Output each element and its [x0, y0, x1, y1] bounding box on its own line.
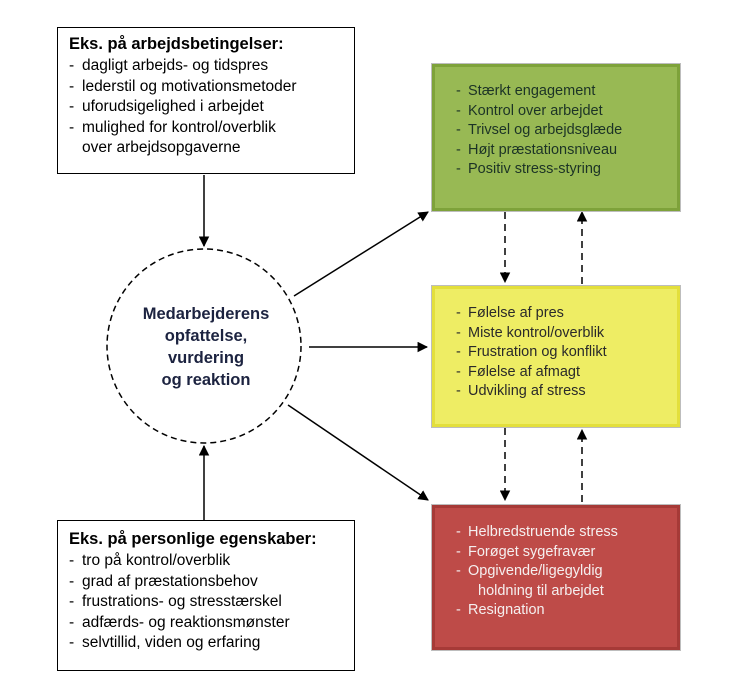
list-item: -Miste kontrol/overblik: [456, 324, 605, 341]
list-item: -dagligt arbejds- og tidspres: [69, 57, 269, 74]
yellow-outcome-list: -Følelse af pres -Miste kontrol/overblik…: [456, 304, 677, 402]
arrow-circle-to-red: [287, 404, 429, 501]
list-item: -Frustration og konflikt: [456, 344, 607, 360]
list-item: -frustrations- og stresstærskel: [69, 593, 282, 610]
personal-traits-list: -tro på kontrol/overblik -grad af præsta…: [69, 551, 354, 654]
list-item: -Følelse af afmagt: [456, 363, 581, 380]
list-item: -Helbredstruende stress: [456, 524, 618, 540]
personal-traits-box: Eks. på personlige egenskaber: -tro på k…: [57, 520, 355, 671]
work-conditions-list: -dagligt arbejds- og tidspres -lederstil…: [69, 56, 354, 159]
list-item: -Forøget sygefravær: [456, 543, 596, 560]
outcome-box-green: -Stærkt engagement -Kontrol over arbejde…: [431, 63, 681, 212]
perception-label: Medarbejderens opfattelse, vurdering og …: [142, 305, 270, 389]
list-item: -Stærkt engagement: [456, 83, 596, 99]
list-item-continuation: over arbejdsopgaverne: [82, 139, 241, 156]
work-conditions-box: Eks. på arbejdsbetingelser: -dagligt arb…: [57, 27, 355, 174]
green-outcome-list: -Stærkt engagement -Kontrol over arbejde…: [456, 82, 677, 180]
list-item: -lederstil og motivationsmetoder: [69, 77, 297, 95]
personal-traits-title: Eks. på personlige egenskaber:: [69, 530, 317, 548]
list-item: -grad af præstationsbehov: [69, 572, 258, 590]
list-item: -Kontrol over arbejdet: [456, 102, 603, 119]
list-item: -Udvikling af stress: [456, 383, 586, 399]
list-item: -Opgivende/ligegyldig: [456, 563, 603, 579]
red-outcome-list: -Helbredstruende stress -Forøget sygefra…: [456, 523, 677, 621]
list-item: -Følelse af pres: [456, 305, 564, 321]
list-item: -adfærds- og reaktionsmønster: [69, 613, 290, 631]
list-item: -mulighed for kontrol/overblik: [69, 118, 276, 136]
list-item: -uforudsigelighed i arbejdet: [69, 98, 264, 115]
work-conditions-title: Eks. på arbejdsbetingelser:: [69, 35, 284, 53]
list-item: -Resignation: [456, 602, 545, 618]
list-item: -tro på kontrol/overblik: [69, 552, 231, 569]
perception-circle: [106, 248, 302, 444]
list-item-continuation: holdning til arbejdet: [478, 582, 604, 599]
arrow-circle-to-green: [293, 211, 429, 297]
list-item: -Højt præstationsniveau: [456, 141, 618, 158]
list-item: -selvtillid, viden og erfaring: [69, 634, 261, 651]
outcome-box-yellow: -Følelse af pres -Miste kontrol/overblik…: [431, 285, 681, 428]
list-item: -Trivsel og arbejdsglæde: [456, 122, 623, 138]
list-item: -Positiv stress-styring: [456, 161, 601, 177]
outcome-box-red: -Helbredstruende stress -Forøget sygefra…: [431, 504, 681, 651]
